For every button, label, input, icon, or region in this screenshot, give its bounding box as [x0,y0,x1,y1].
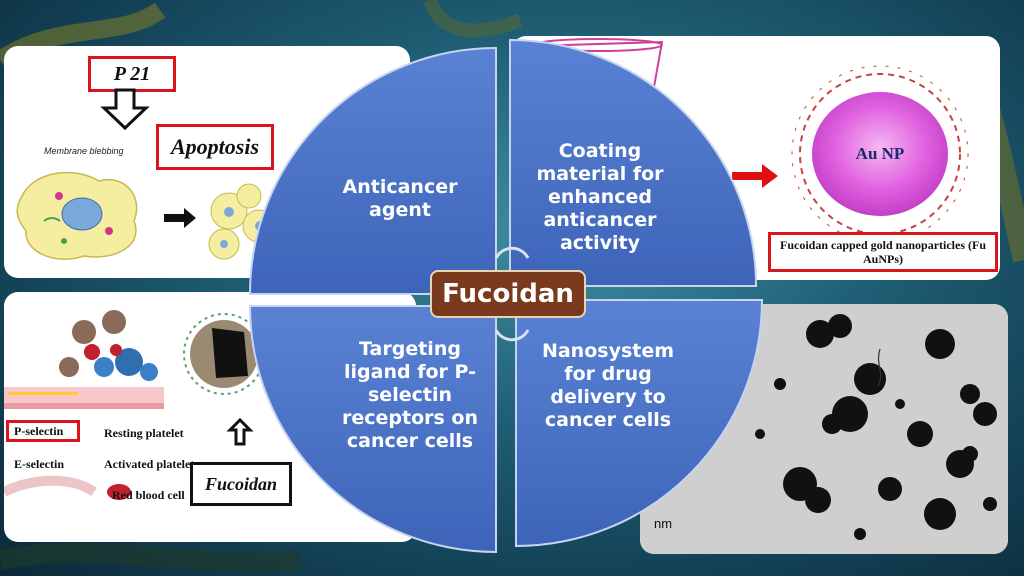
fu-aunps-caption-box: Fucoidan capped gold nanoparticles (Fu A… [768,232,998,272]
p-selectin-legend-box [6,420,80,442]
fucoidan-center-label: Fucoidan [430,270,586,318]
scale-label: nm [654,516,673,531]
legend-red-blood-cell: Red blood cell [112,488,185,502]
fucoidan-panel-label: Fucoidan [204,473,278,494]
legend-e-selectin: E-selectin [14,457,64,471]
quadrant-bottom-right-shape [515,299,764,548]
quadrant-top-left-text: Anticancer agent [342,176,458,221]
center-label-text: Fucoidan [442,279,574,309]
fucoidan-box: Fucoidan [190,462,292,506]
membrane-label: Membrane blebbing [44,146,124,156]
quadrant-bottom-left-text: Targeting ligand for P-selectin receptor… [341,338,478,452]
apoptosis-box: Apoptosis [156,124,274,170]
apoptosis-label: Apoptosis [170,134,260,159]
fu-aunps-caption: Fucoidan capped gold nanoparticles (Fu A… [779,238,987,266]
p21-label: P 21 [113,62,151,85]
quadrant-top-left-shape [248,46,497,295]
quadrant-bottom-left-shape [248,305,497,554]
legend-activated-platelet: Activated platelet [104,457,195,471]
apoptosis-illustration [16,88,276,260]
legend-resting-platelet: Resting platelet [104,426,184,440]
quadrant-top-right-shape [509,38,758,287]
p-selectin-illustration [4,310,265,500]
legend-p-selectin: P-selectin [14,424,64,438]
au-np-label: Au NP [855,144,905,163]
quadrant-bottom-right-text: Nanosystem for drug delivery to cancer c… [541,340,675,431]
quadrant-top-right-text: Coating material for enhanced anticancer… [536,140,664,254]
